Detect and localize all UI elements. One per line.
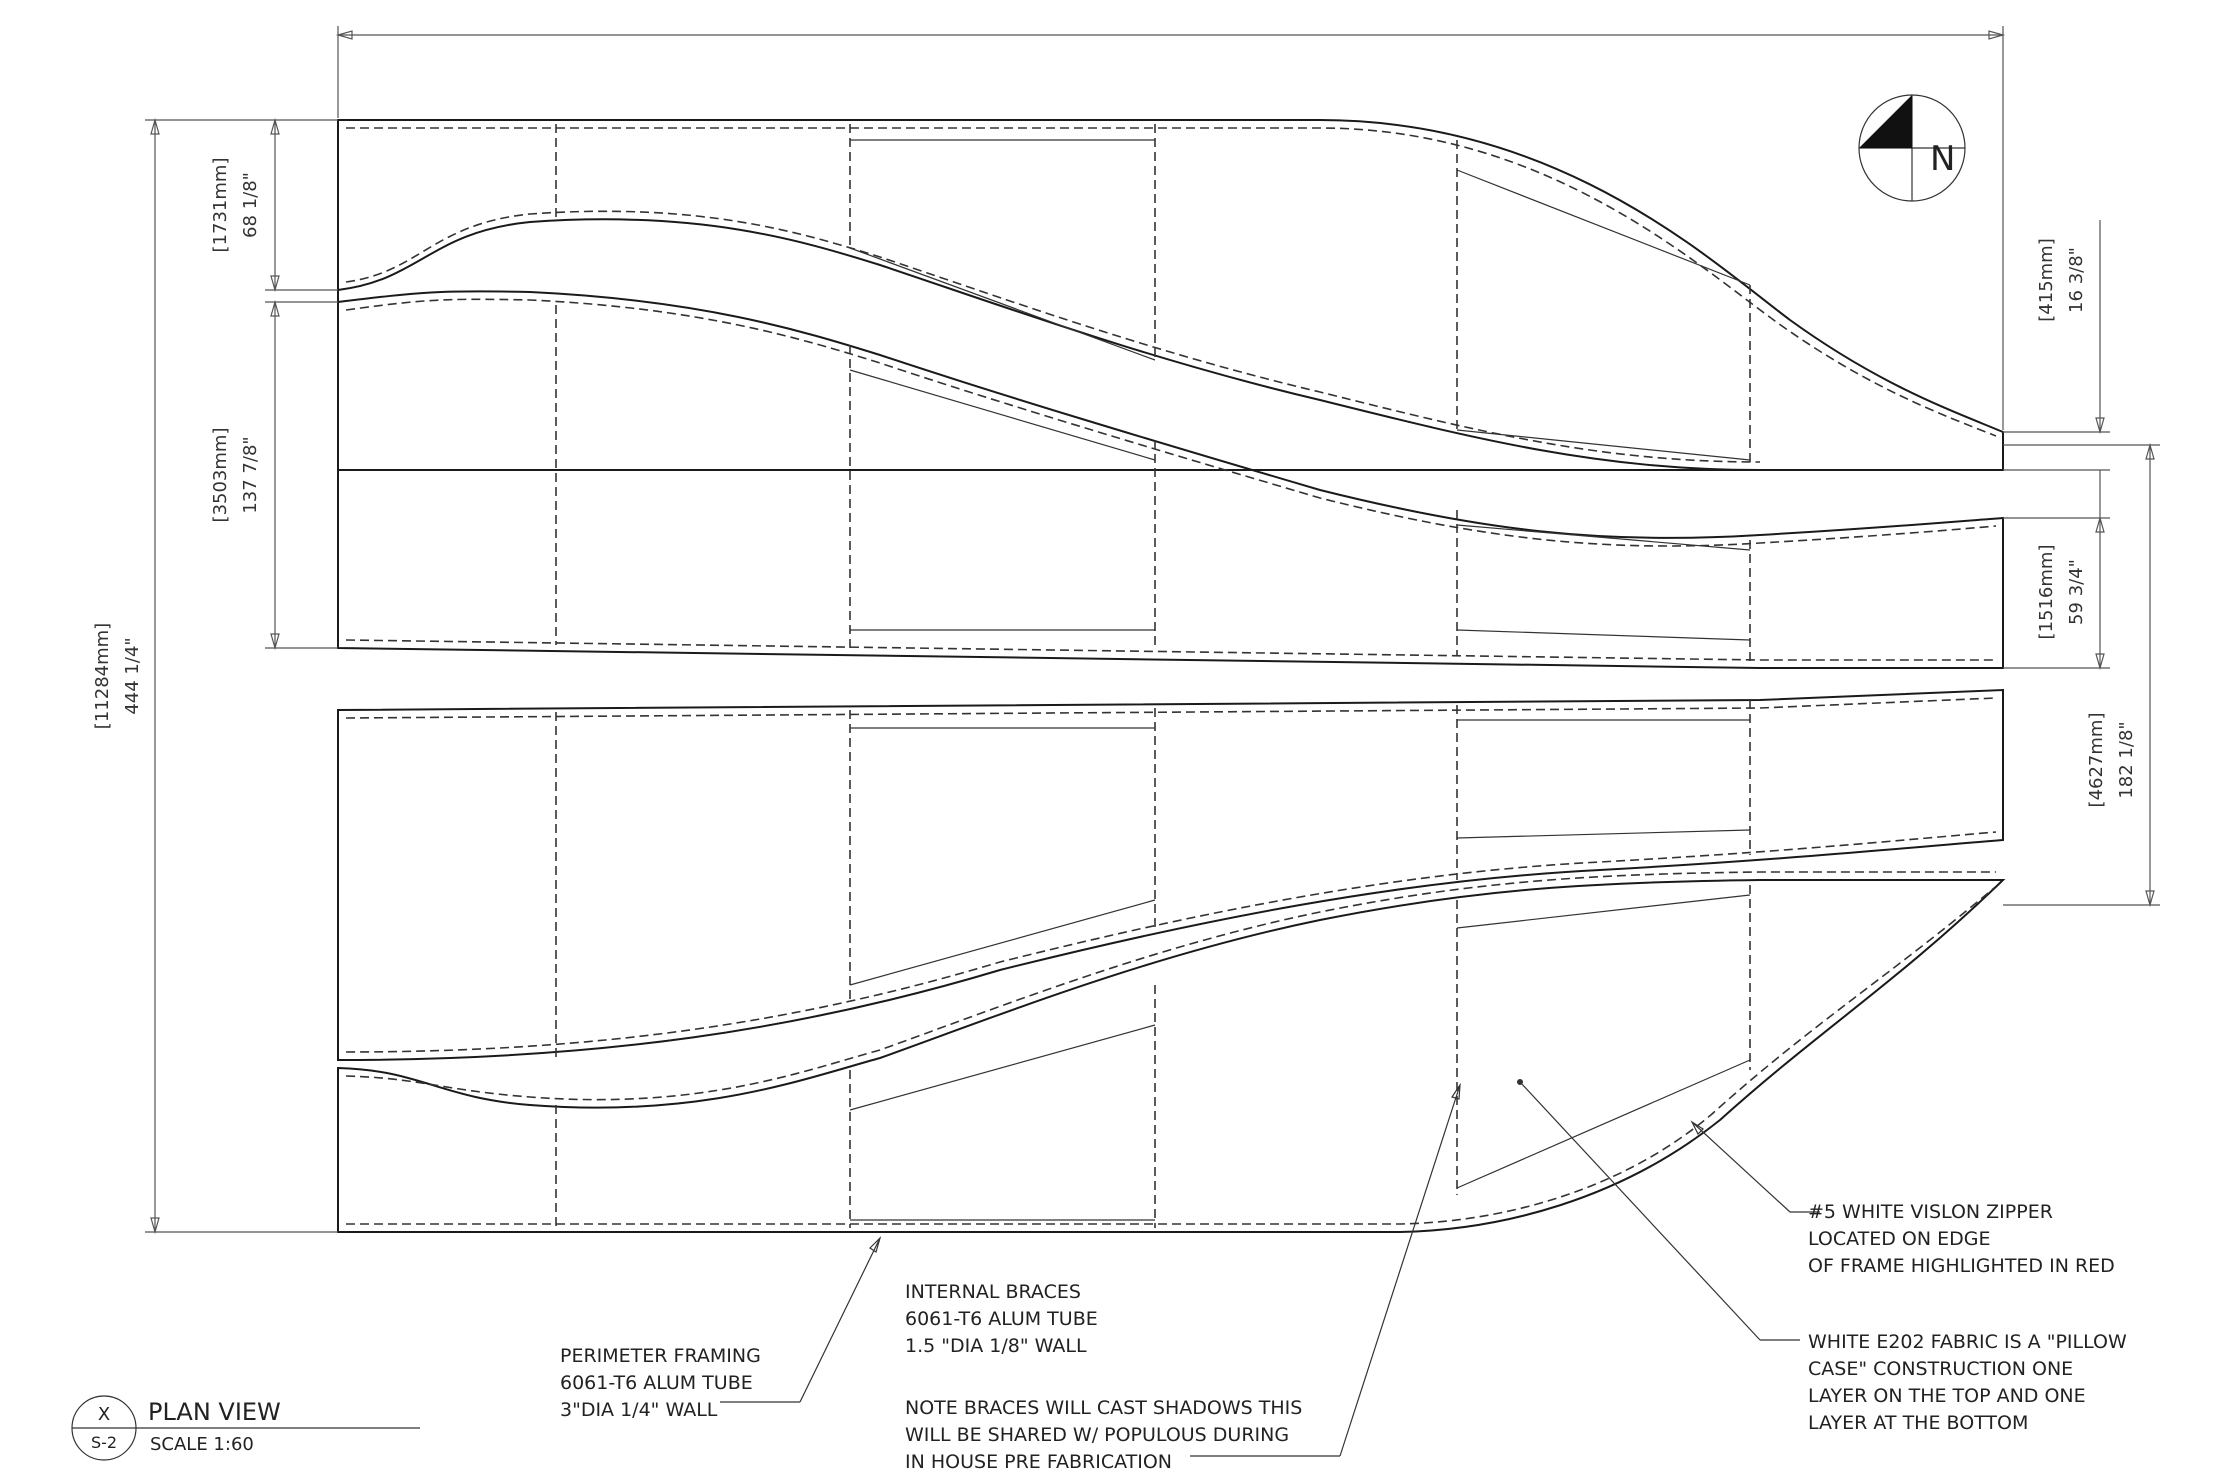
view-title: PLAN VIEW [148, 1398, 281, 1426]
dim-right-1-imperial: 59 3/4" [2066, 559, 2087, 625]
note-zipper: #5 WHITE VISLON ZIPPER LOCATED ON EDGE O… [1808, 1201, 2115, 1277]
dim-right-1-label: [1516mm] 59 3/4" [2036, 545, 2087, 640]
panel-2-braces [555, 305, 1751, 665]
dim-overall-mm: [11284mm] [92, 623, 113, 729]
dim-right-gap-imperial: 16 3/8" [2066, 247, 2087, 313]
note-zipper-line-2: LOCATED ON EDGE [1808, 1228, 1991, 1250]
dim-section-1-imperial: 68 1/8" [240, 172, 261, 238]
note-internal-line-1: INTERNAL BRACES [905, 1281, 1081, 1303]
north-arrow-icon: N [1858, 94, 1966, 202]
note-shadows-line-1: NOTE BRACES WILL CAST SHADOWS THIS [905, 1397, 1302, 1419]
note-perimeter-line-1: PERIMETER FRAMING [560, 1345, 761, 1367]
note-internal-line-3: 1.5 "DIA 1/8" WALL [905, 1335, 1087, 1357]
north-label: N [1930, 139, 1955, 179]
dim-right-2-label: [4627mm] 182 1/8" [2086, 713, 2137, 808]
dim-right-2-imperial: 182 1/8" [2116, 721, 2137, 798]
note-fabric-line-3: LAYER ON THE TOP AND ONE [1808, 1385, 2086, 1407]
dim-section-2-label: [3503mm] 137 7/8" [210, 428, 261, 523]
panel-4-frame [337, 871, 2006, 1233]
note-zipper-line-1: #5 WHITE VISLON ZIPPER [1808, 1201, 2053, 1223]
note-perimeter-line-2: 6061-T6 ALUM TUBE [560, 1372, 753, 1394]
dim-section-1-mm: [1731mm] [210, 158, 231, 253]
dim-section-1-label: [1731mm] 68 1/8" [210, 158, 261, 253]
right-dimensions [2003, 220, 2160, 908]
note-internal-line-2: 6061-T6 ALUM TUBE [905, 1308, 1098, 1330]
overall-width-dimension [335, 26, 2006, 430]
dim-overall-imperial: 444 1/4" [122, 637, 143, 714]
title-block: X S-2 PLAN VIEW SCALE 1:60 [71, 1395, 420, 1461]
sheet-ref: S-2 [91, 1433, 117, 1452]
note-fabric: WHITE E202 FABRIC IS A "PILLOW CASE" CON… [1808, 1331, 2127, 1434]
dim-section-2-imperial: 137 7/8" [240, 436, 261, 513]
detail-ref: X [98, 1404, 110, 1425]
note-zipper-line-3: OF FRAME HIGHLIGHTED IN RED [1808, 1255, 2115, 1277]
note-perimeter-line-3: 3"DIA 1/4" WALL [560, 1399, 718, 1421]
left-dimensions [145, 117, 338, 1235]
note-fabric-line-2: CASE" CONSTRUCTION ONE [1808, 1358, 2073, 1380]
note-fabric-line-1: WHITE E202 FABRIC IS A "PILLOW [1808, 1331, 2127, 1353]
note-brace-shadows: NOTE BRACES WILL CAST SHADOWS THIS WILL … [905, 1397, 1302, 1473]
note-shadows-line-3: IN HOUSE PRE FABRICATION [905, 1451, 1172, 1473]
dim-overall-label: [11284mm] 444 1/4" [92, 623, 143, 729]
dim-right-1-mm: [1516mm] [2036, 545, 2057, 640]
dim-right-2-mm: [4627mm] [2086, 713, 2107, 808]
dim-right-gap-mm: [415mm] [2036, 238, 2057, 321]
note-shadows-line-2: WILL BE SHARED W/ POPULOUS DURING [905, 1424, 1289, 1446]
panel-1-braces [555, 124, 1751, 465]
leader-lines [720, 1079, 1820, 1457]
dim-right-gap-label: [415mm] 16 3/8" [2036, 238, 2087, 321]
note-internal-braces: INTERNAL BRACES 6061-T6 ALUM TUBE 1.5 "D… [905, 1281, 1098, 1357]
panel-2-frame [337, 290, 2004, 669]
panel-3-braces [555, 700, 1751, 1058]
note-perimeter-framing: PERIMETER FRAMING 6061-T6 ALUM TUBE 3"DI… [560, 1345, 761, 1421]
note-fabric-line-4: LAYER AT THE BOTTOM [1808, 1412, 2028, 1434]
view-scale: SCALE 1:60 [150, 1434, 254, 1455]
panel-4-braces [555, 885, 1751, 1228]
dim-section-2-mm: [3503mm] [210, 428, 231, 523]
panel-3-frame [337, 688, 2004, 1062]
